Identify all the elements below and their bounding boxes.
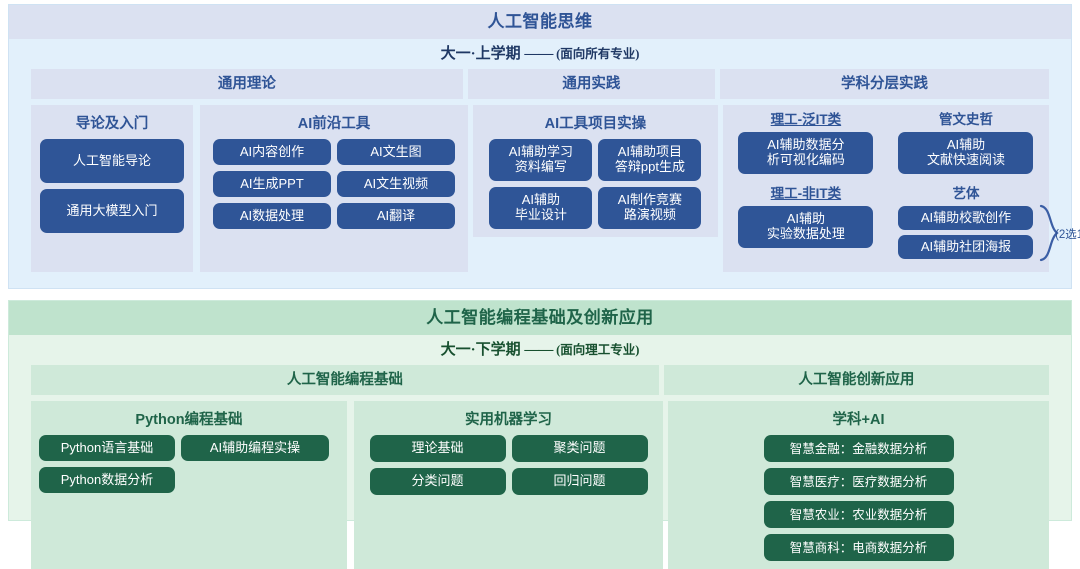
arts-choice-group: AI辅助校歌创作 AI辅助社团海报 (2选1) <box>891 204 1080 262</box>
blue-column-header-practice: 通用实践 <box>467 69 715 99</box>
layered-header-nonit: 理工-非IT类 <box>770 186 842 201</box>
pill-course[interactable]: 通用大模型入门 <box>40 189 184 233</box>
pill-course[interactable]: AI数据处理 <box>213 203 331 229</box>
blue-col-theory: 导论及入门 人工智能导论 通用大模型入门 AI前沿工具 AI内容创作 AI文生图… <box>31 105 468 272</box>
pill-course[interactable]: AI内容创作 <box>213 139 331 165</box>
spacer <box>731 174 881 185</box>
card-machine-learning-pills: 理论基础 聚类问题 分类问题 回归问题 <box>362 435 655 495</box>
card-python-pills: Python语言基础 AI辅助编程实操 Python数据分析 <box>39 435 339 493</box>
blue-column-headers: 通用理论 通用实践 学科分层实践 <box>9 69 1071 99</box>
blue-column-bodies: 导论及入门 人工智能导论 通用大模型入门 AI前沿工具 AI内容创作 AI文生图… <box>9 99 1080 272</box>
spacer <box>891 174 1041 185</box>
card-python-title: Python编程基础 <box>135 412 243 428</box>
green-subtitle-main: 大一·下学期 <box>440 342 521 358</box>
pill-course[interactable]: AI辅助 实验数据处理 <box>738 206 874 248</box>
layered-col-left: 理工-泛IT类 AI辅助数据分 析可视化编码 理工-非IT类 AI辅助 实验数据… <box>731 111 881 264</box>
blue-col-practice: AI工具项目实操 AI辅助学习 资料编写 AI辅助项目 答辩ppt生成 AI辅助… <box>473 105 718 272</box>
pill-course[interactable]: 聚类问题 <box>511 435 648 462</box>
arts-choice-note: (2选1) <box>1055 229 1080 241</box>
card-machine-learning: 实用机器学习 理论基础 聚类问题 分类问题 回归问题 <box>354 401 663 569</box>
card-intro: 导论及入门 人工智能导论 通用大模型入门 <box>31 105 193 272</box>
card-intro-title: 导论及入门 <box>75 116 149 132</box>
green-subtitle-paren: (面向理工专业) <box>556 343 640 357</box>
pill-course[interactable]: 智慧农业：农业数据分析 <box>763 501 954 528</box>
pill-course[interactable]: AI文生视频 <box>337 171 455 197</box>
card-ai-tools-title: AI前沿工具 <box>297 116 371 132</box>
layered-groups: 理工-泛IT类 AI辅助数据分 析可视化编码 理工-非IT类 AI辅助 实验数据… <box>731 111 1080 264</box>
green-column-headers: 人工智能编程基础 人工智能创新应用 <box>9 365 1071 395</box>
pill-course[interactable]: AI生成PPT <box>213 171 331 197</box>
layered-header-it: 理工-泛IT类 <box>770 112 842 127</box>
pill-course[interactable]: Python语言基础 <box>39 435 175 461</box>
pill-course[interactable]: 智慧商科：电商数据分析 <box>763 534 954 561</box>
card-project-practice: AI工具项目实操 AI辅助学习 资料编写 AI辅助项目 答辩ppt生成 AI辅助… <box>473 105 718 237</box>
pill-course[interactable]: AI翻译 <box>337 203 455 229</box>
card-ai-tools: AI前沿工具 AI内容创作 AI文生图 AI生成PPT AI文生视频 AI数据处… <box>200 105 468 272</box>
pill-course[interactable]: 回归问题 <box>511 468 648 495</box>
blue-column-header-theory: 通用理论 <box>31 69 463 99</box>
pill-course[interactable]: AI制作竞赛 路演视频 <box>598 187 702 229</box>
card-intro-pills: 人工智能导论 通用大模型入门 <box>39 139 185 233</box>
card-project-practice-pills: AI辅助学习 资料编写 AI辅助项目 答辩ppt生成 AI辅助 毕业设计 AI制… <box>481 139 710 229</box>
blue-subtitle-paren: (面向所有专业) <box>556 47 640 61</box>
green-section-title: 人工智能编程基础及创新应用 <box>9 301 1071 335</box>
green-col-programming: Python编程基础 Python语言基础 AI辅助编程实操 Python数据分… <box>31 401 663 569</box>
pill-course[interactable]: 智慧医疗：医疗数据分析 <box>763 468 954 495</box>
blue-subtitle-main: 大一·上学期 <box>440 46 521 62</box>
card-machine-learning-title: 实用机器学习 <box>465 412 552 428</box>
green-column-bodies: Python编程基础 Python语言基础 AI辅助编程实操 Python数据分… <box>9 395 1071 569</box>
card-python: Python编程基础 Python语言基础 AI辅助编程实操 Python数据分… <box>31 401 347 569</box>
card-subject-ai-title: 学科+AI <box>832 412 885 428</box>
blue-section-subtitle: 大一·上学期 —— (面向所有专业) <box>9 39 1071 69</box>
pill-course[interactable]: AI辅助 毕业设计 <box>489 187 593 229</box>
green-subtitle-dash: —— <box>524 342 553 358</box>
layered-col-right: 管文史哲 AI辅助 文献快速阅读 艺体 AI辅助校歌创作 AI辅助社团海报 (2… <box>891 111 1080 264</box>
pill-course[interactable]: Python数据分析 <box>39 467 175 493</box>
blue-subtitle-dash: —— <box>524 46 553 62</box>
pill-course[interactable]: AI辅助校歌创作 <box>898 206 1034 230</box>
pill-course[interactable]: AI辅助数据分 析可视化编码 <box>738 132 874 174</box>
pill-course[interactable]: AI辅助社团海报 <box>898 235 1034 259</box>
pill-course[interactable]: AI辅助编程实操 <box>181 435 329 461</box>
pill-course[interactable]: AI辅助 文献快速阅读 <box>898 132 1034 174</box>
green-col-innovation: 学科+AI 智慧金融：金融数据分析 智慧医疗：医疗数据分析 智慧农业：农业数据分… <box>668 401 1049 569</box>
green-section: 人工智能编程基础及创新应用 大一·下学期 —— (面向理工专业) 人工智能编程基… <box>8 300 1072 569</box>
pill-course[interactable]: 智慧金融：金融数据分析 <box>763 435 954 462</box>
pill-course[interactable]: AI辅助学习 资料编写 <box>489 139 593 181</box>
curriculum-roadmap: 人工智能思维 大一·上学期 —— (面向所有专业) 通用理论 通用实践 学科分层… <box>8 4 1080 569</box>
blue-column-header-layered: 学科分层实践 <box>719 69 1049 99</box>
layered-header-arts: 艺体 <box>952 186 980 201</box>
blue-col-layered: 理工-泛IT类 AI辅助数据分 析可视化编码 理工-非IT类 AI辅助 实验数据… <box>722 105 1080 272</box>
blue-section: 人工智能思维 大一·上学期 —— (面向所有专业) 通用理论 通用实践 学科分层… <box>8 4 1080 289</box>
card-subject-ai-pills: 智慧金融：金融数据分析 智慧医疗：医疗数据分析 智慧农业：农业数据分析 智慧商科… <box>676 435 1041 561</box>
pill-course[interactable]: AI辅助项目 答辩ppt生成 <box>598 139 702 181</box>
card-subject-ai: 学科+AI 智慧金融：金融数据分析 智慧医疗：医疗数据分析 智慧农业：农业数据分… <box>668 401 1049 569</box>
pill-course[interactable]: 人工智能导论 <box>40 139 184 183</box>
card-layered-practice: 理工-泛IT类 AI辅助数据分 析可视化编码 理工-非IT类 AI辅助 实验数据… <box>722 105 1080 272</box>
pill-course[interactable]: 理论基础 <box>369 435 506 462</box>
green-column-header-innovation: 人工智能创新应用 <box>663 365 1049 395</box>
pill-course[interactable]: 分类问题 <box>369 468 506 495</box>
card-project-practice-title: AI工具项目实操 <box>544 116 647 132</box>
layered-header-humanities: 管文史哲 <box>938 112 993 127</box>
green-section-subtitle: 大一·下学期 —— (面向理工专业) <box>9 335 1071 365</box>
pill-course[interactable]: AI文生图 <box>337 139 455 165</box>
card-ai-tools-pills: AI内容创作 AI文生图 AI生成PPT AI文生视频 AI数据处理 AI翻译 <box>208 139 460 229</box>
green-column-header-programming: 人工智能编程基础 <box>31 365 659 395</box>
blue-section-title: 人工智能思维 <box>9 5 1071 39</box>
